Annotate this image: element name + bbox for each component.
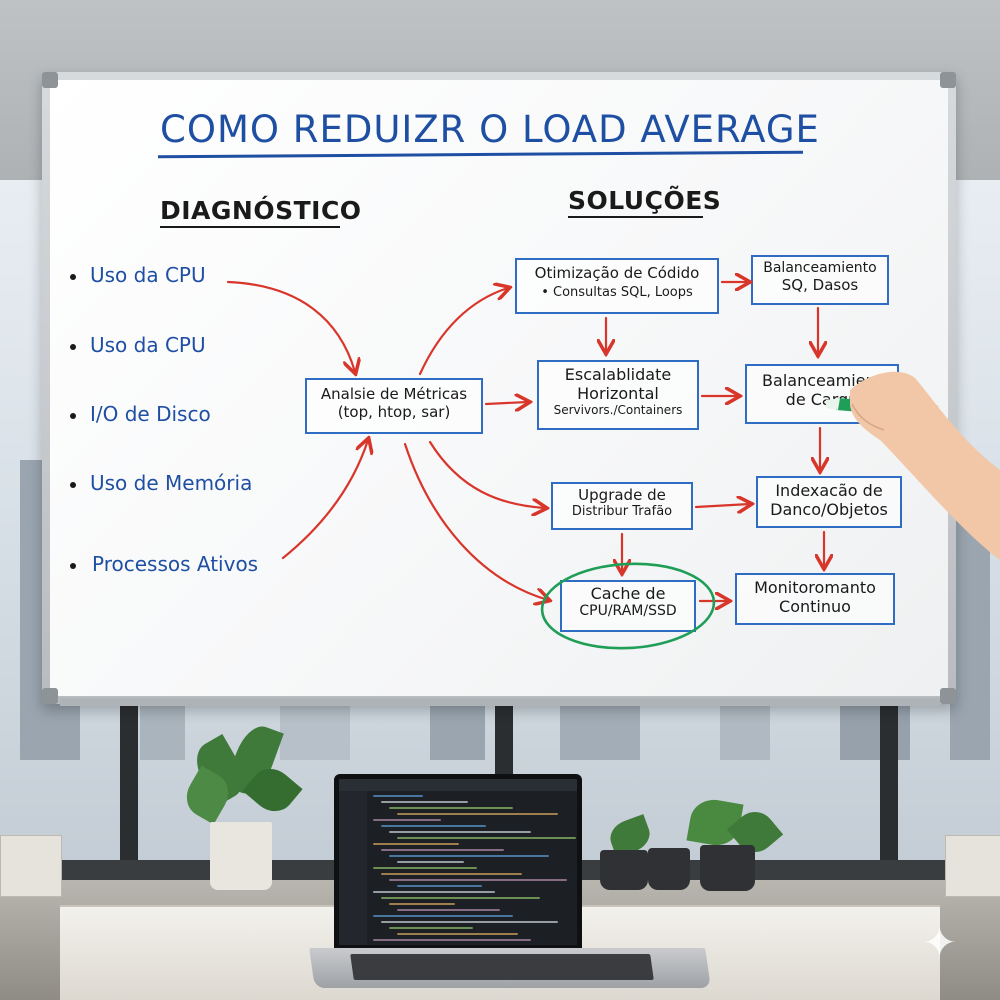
box-line: Analsie de Métricas (320, 385, 468, 403)
frame-corner (940, 688, 956, 704)
code-line (397, 813, 558, 815)
box-line: Escalablidate (564, 365, 672, 384)
bullet-dot (70, 563, 76, 569)
box-escalabilidade: Escalablidate Horizontal Servivors./Cont… (537, 360, 699, 430)
box-otimizacao: Otimização de Códido • Consultas SQL, Lo… (515, 258, 719, 314)
box-cache: Cache de CPU/RAM/SSD (560, 580, 696, 632)
box-line: Otimização de Códido (534, 264, 700, 282)
arrow (484, 402, 528, 404)
box-line: Servivors./Containers (553, 403, 683, 417)
box-monitoramento: Monitoromanto Continuo (735, 573, 895, 625)
code-line (397, 909, 500, 911)
code-line (389, 927, 473, 929)
code-line (397, 885, 482, 887)
code-line (389, 855, 549, 857)
code-line (397, 933, 518, 935)
code-line (389, 831, 531, 833)
code-line (389, 879, 567, 881)
diagnostico-item: Uso de Memória (90, 471, 253, 495)
arrow (226, 280, 355, 372)
code-line (373, 867, 477, 869)
arrow (418, 288, 508, 376)
frame-corner (42, 72, 58, 88)
bullet-dot (70, 344, 76, 350)
side-desk (945, 835, 1000, 897)
side-desk (0, 835, 62, 897)
laptop-screen (334, 774, 582, 950)
box-line: Distribur Trafão (571, 504, 673, 519)
box-line: (top, htop, sar) (337, 403, 451, 421)
code-line (381, 897, 540, 899)
solucoes-heading: SOLUÇÕES (568, 186, 722, 215)
hand-with-marker (826, 371, 1000, 560)
code-line (373, 843, 459, 845)
frame-corner (42, 688, 58, 704)
box-line: Upgrade de (578, 486, 666, 504)
marker-tray (60, 698, 940, 706)
box-line: Continuo (779, 597, 851, 616)
bullet-dot (70, 413, 76, 419)
bullet-dot (70, 482, 76, 488)
arrow (403, 442, 548, 600)
diagnostico-item: I/O de Disco (90, 402, 211, 426)
code-line (381, 921, 558, 923)
arrow (428, 440, 545, 508)
heading-underline (568, 216, 703, 218)
heading-underline (160, 226, 340, 228)
code-line (381, 873, 522, 875)
code-line (381, 801, 468, 803)
diagnostico-item: Uso da CPU (90, 333, 206, 357)
diagnostico-heading: DIAGNÓSTICO (160, 196, 362, 225)
code-line (373, 915, 513, 917)
code-line (389, 903, 455, 905)
box-line: SQ, Dasos (781, 276, 859, 294)
box-line: Monitoromanto (754, 578, 876, 597)
analysis-box: Analsie de Métricas (top, htop, sar) (305, 378, 483, 434)
box-indexacao: Indexacão de Danco/Objetos (756, 476, 902, 528)
box-line: Indexacão de (775, 481, 883, 500)
box-line: Balanceamient (762, 371, 882, 390)
code-line (373, 819, 441, 821)
whiteboard-title: COMO REDUIZR O LOAD AVERAGE (160, 108, 820, 151)
code-line (389, 807, 513, 809)
diagnostico-item: Uso da CPU (90, 263, 206, 287)
arrow (694, 504, 750, 507)
box-line: • Consultas SQL, Loops (541, 285, 693, 300)
box-line: Horizontal (577, 384, 659, 403)
code-line (373, 891, 495, 893)
code-line (381, 849, 504, 851)
sparkle-icon: ✦ (922, 918, 958, 967)
code-line (397, 837, 576, 839)
box-line: Balanceamiento (763, 260, 877, 276)
bullet-dot (70, 274, 76, 280)
code-line (373, 795, 423, 797)
box-line: Cache de (590, 584, 666, 603)
box-upgrade: Upgrade de Distribur Trafão (551, 482, 693, 530)
box-line: Danco/Objetos (770, 500, 888, 519)
arrow (281, 440, 368, 560)
code-line (373, 939, 531, 941)
code-line (381, 825, 486, 827)
diagnostico-item: Processos Ativos (92, 552, 259, 576)
highlight-circle (540, 562, 716, 650)
frame-corner (940, 72, 956, 88)
box-line: CPU/RAM/SSD (579, 603, 677, 619)
code-line (397, 861, 464, 863)
